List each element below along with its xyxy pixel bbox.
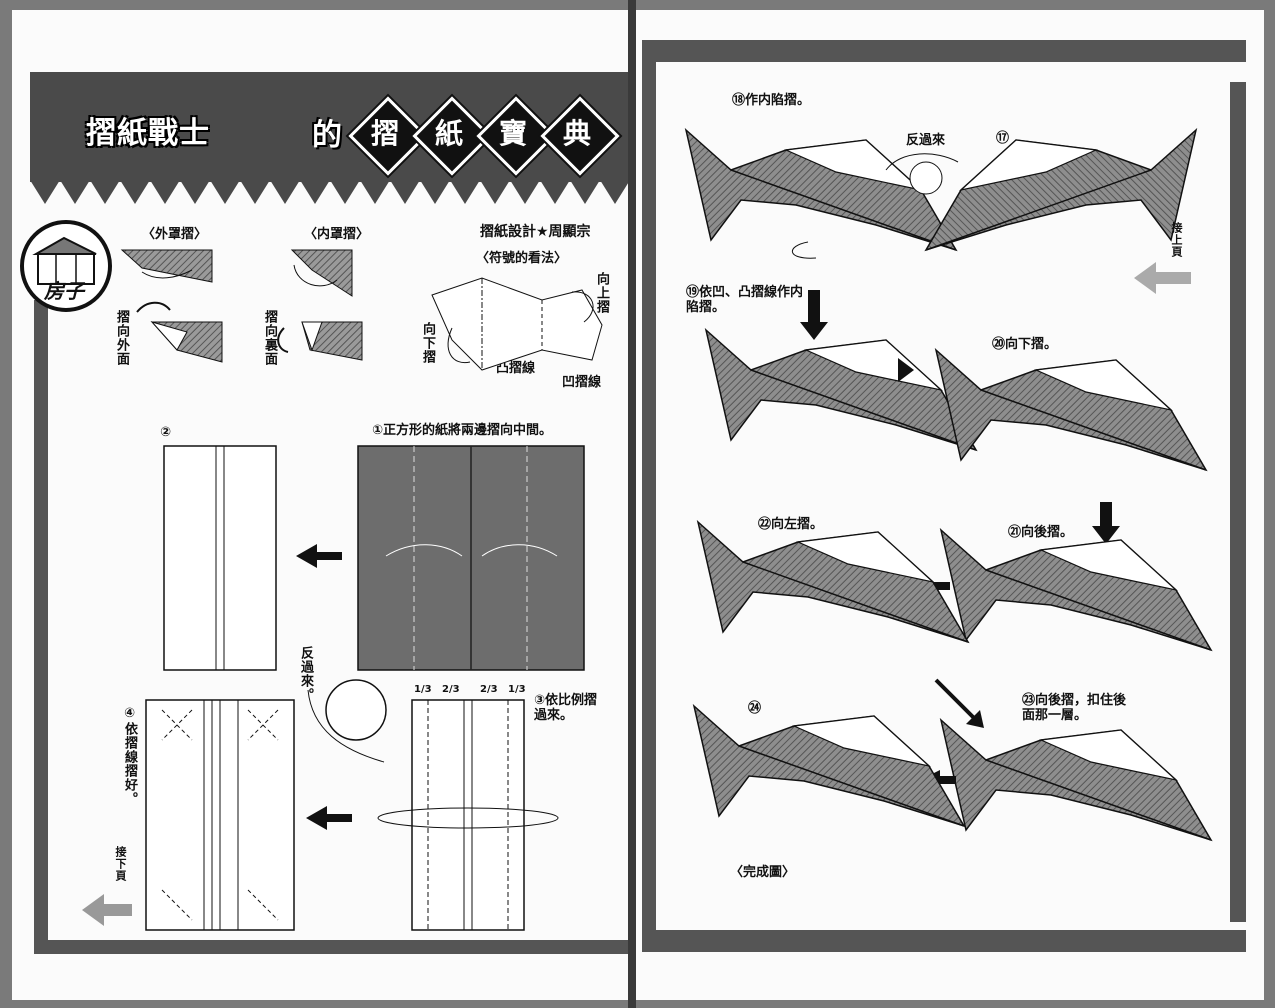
right-page-right-bar bbox=[1230, 82, 1246, 922]
banner-zigzag bbox=[30, 170, 628, 204]
fraction-1: 1/3 bbox=[414, 684, 432, 695]
house-icon bbox=[20, 220, 112, 312]
mountain-line-label: 凸摺線 bbox=[496, 361, 536, 376]
title-connector: 的 bbox=[312, 118, 342, 153]
top-bar bbox=[642, 40, 1246, 62]
book-spine bbox=[628, 0, 636, 1008]
step18-instruction: ⑱作内陷摺。 bbox=[732, 93, 811, 108]
step4-instruction: ④依摺線摺好。 bbox=[122, 706, 137, 806]
valley-line-label: 凹摺線 bbox=[562, 375, 602, 390]
right-page: ⑱作内陷摺。 ⑰ 反過來 接上頁 ⑲依凹、凸摺線作内陷摺。 ⑳向下摺。 ㉑向後摺… bbox=[636, 10, 1264, 1000]
title-char-4: 典 bbox=[562, 117, 591, 150]
complete-label: 〈完成圖〉 bbox=[730, 865, 796, 880]
left-margin-bar bbox=[34, 300, 48, 940]
designer-credit: 摺紙設計★周顯宗 bbox=[480, 224, 591, 240]
flip-over-label: 反過來 bbox=[906, 133, 946, 148]
fraction-4: 1/3 bbox=[508, 684, 526, 695]
fraction-2: 2/3 bbox=[442, 684, 460, 695]
step20-instruction: ⑳向下摺。 bbox=[992, 337, 1058, 352]
fraction-3: 2/3 bbox=[480, 684, 498, 695]
step2-label: ② bbox=[160, 425, 172, 440]
left-page: 摺紙戰士 的 摺 紙 寶 典 房子 摺紙設計★周顯宗 〈外罩摺〉 摺向外面 〈内… bbox=[12, 10, 628, 1000]
right-page-left-bar bbox=[642, 62, 656, 932]
dolphin-diagrams bbox=[685, 129, 1212, 841]
title-char-1: 摺 bbox=[370, 117, 399, 150]
symbols-title: 〈符號的看法〉 bbox=[476, 251, 568, 266]
step17-label: ⑰ bbox=[996, 131, 1010, 146]
outer-fold-title: 〈外罩摺〉 bbox=[142, 227, 208, 242]
step19-instruction: ⑲依凹、凸摺線作内陷摺。 bbox=[686, 285, 804, 315]
step24-label: ㉔ bbox=[748, 701, 762, 716]
inner-fold-title: 〈内罩摺〉 bbox=[304, 227, 370, 242]
step1-instruction: ①正方形的紙將兩邊摺向中間。 bbox=[372, 423, 553, 438]
fold-down-label: 向下摺 bbox=[420, 322, 435, 364]
bottom-bar-right bbox=[642, 930, 1246, 952]
step3-instruction: ③依比例摺過來。 bbox=[534, 693, 598, 723]
step21-instruction: ㉑向後摺。 bbox=[1008, 525, 1074, 540]
fold-up-label: 向上摺 bbox=[594, 272, 609, 314]
step23-instruction: ㉓向後摺，扣住後面那一層。 bbox=[1022, 693, 1127, 723]
title-char-2: 紙 bbox=[434, 117, 463, 150]
outer-fold-note: 摺向外面 bbox=[114, 310, 129, 366]
step22-instruction: ㉒向左摺。 bbox=[758, 517, 824, 532]
left-diagrams bbox=[82, 249, 603, 931]
prev-page-label: 接上頁 bbox=[1170, 222, 1183, 258]
flip-label: 反過來。 bbox=[298, 646, 313, 702]
manga-title: 摺紙戰士 bbox=[86, 116, 210, 151]
title-char-3: 寶 bbox=[498, 117, 527, 150]
inner-fold-note: 摺向裏面 bbox=[262, 310, 277, 366]
bottom-bar bbox=[34, 940, 628, 954]
next-page-label: 接下頁 bbox=[114, 846, 127, 882]
model-name: 房子 bbox=[44, 279, 84, 303]
